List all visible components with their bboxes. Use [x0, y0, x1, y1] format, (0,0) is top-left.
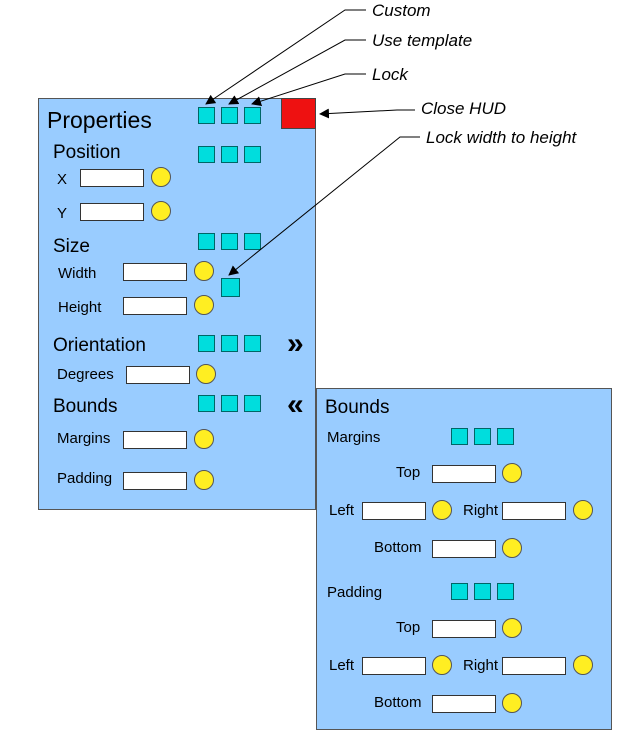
position-custom-toggle[interactable] [198, 146, 215, 163]
degrees-value-dot[interactable] [196, 364, 216, 384]
y-input[interactable] [80, 203, 144, 221]
padding-right-input[interactable] [502, 657, 566, 675]
x-input[interactable] [80, 169, 144, 187]
margin-bottom-label: Bottom [374, 539, 422, 556]
position-lock-toggle[interactable] [244, 146, 261, 163]
annotation-custom: Custom [372, 1, 431, 20]
padding-left-value-dot[interactable] [432, 655, 452, 675]
margin-top-input[interactable] [432, 465, 496, 483]
padding-right-value-dot[interactable] [573, 655, 593, 675]
position-template-toggle[interactable] [221, 146, 238, 163]
annotation-lock: Lock [372, 65, 408, 84]
bounds-margins-custom-toggle[interactable] [451, 428, 468, 445]
height-value-dot[interactable] [194, 295, 214, 315]
custom-toggle[interactable] [198, 107, 215, 124]
margins-input[interactable] [123, 431, 187, 449]
margin-right-label: Right [463, 502, 499, 519]
margin-top-value-dot[interactable] [502, 463, 522, 483]
margin-left-value-dot[interactable] [432, 500, 452, 520]
padding-input[interactable] [123, 472, 187, 490]
annotation-close-hud: Close HUD [421, 99, 507, 118]
bounds-padding-template-toggle[interactable] [474, 583, 491, 600]
width-value-dot[interactable] [194, 261, 214, 281]
margin-left-label: Left [329, 502, 355, 519]
orientation-custom-toggle[interactable] [198, 335, 215, 352]
bounds-heading: Bounds [53, 396, 118, 417]
bounds-padding-heading: Padding [327, 584, 383, 601]
size-lock-toggle[interactable] [244, 233, 261, 250]
margins-label: Margins [57, 430, 111, 447]
size-heading: Size [53, 236, 90, 257]
lock-width-to-height-toggle[interactable] [221, 278, 240, 297]
padding-bottom-value-dot[interactable] [502, 693, 522, 713]
bounds-margins-template-toggle[interactable] [474, 428, 491, 445]
bounds-padding-lock-toggle[interactable] [497, 583, 514, 600]
annotation-lock-width-to-height: Lock width to height [426, 128, 577, 147]
margin-top-label: Top [396, 464, 421, 481]
margin-right-input[interactable] [502, 502, 566, 520]
degrees-input[interactable] [126, 366, 190, 384]
orientation-heading: Orientation [53, 335, 146, 356]
padding-label: Padding [57, 470, 113, 487]
close-hud-button[interactable] [281, 98, 316, 129]
padding-value-dot[interactable] [194, 470, 214, 490]
lock-toggle[interactable] [244, 107, 261, 124]
x-value-dot[interactable] [151, 167, 171, 187]
custom-leader-line [205, 9, 366, 105]
bounds-template-toggle[interactable] [221, 395, 238, 412]
padding-bottom-label: Bottom [374, 694, 422, 711]
height-input[interactable] [123, 297, 187, 315]
orientation-template-toggle[interactable] [221, 335, 238, 352]
margin-left-input[interactable] [362, 502, 426, 520]
size-custom-toggle[interactable] [198, 233, 215, 250]
padding-top-value-dot[interactable] [502, 618, 522, 638]
margin-bottom-input[interactable] [432, 540, 496, 558]
use-template-toggle[interactable] [221, 107, 238, 124]
padding-left-input[interactable] [362, 657, 426, 675]
y-label: Y [57, 205, 68, 222]
orientation-lock-toggle[interactable] [244, 335, 261, 352]
close-hud-leader-line [319, 108, 415, 119]
padding-top-label: Top [396, 619, 421, 636]
padding-top-input[interactable] [432, 620, 496, 638]
properties-title: Properties [47, 107, 152, 133]
bounds-lock-toggle[interactable] [244, 395, 261, 412]
height-label: Height [58, 299, 102, 316]
position-heading: Position [53, 142, 121, 163]
x-label: X [57, 171, 68, 188]
bounds-padding-custom-toggle[interactable] [451, 583, 468, 600]
padding-right-label: Right [463, 657, 499, 674]
margin-right-value-dot[interactable] [573, 500, 593, 520]
bounds-custom-toggle[interactable] [198, 395, 215, 412]
padding-bottom-input[interactable] [432, 695, 496, 713]
margin-bottom-value-dot[interactable] [502, 538, 522, 558]
bounds-margins-lock-toggle[interactable] [497, 428, 514, 445]
bounds-margins-heading: Margins [327, 429, 381, 446]
y-value-dot[interactable] [151, 201, 171, 221]
lock-width-to-height-leader-line [228, 136, 420, 276]
margins-value-dot[interactable] [194, 429, 214, 449]
degrees-label: Degrees [57, 366, 114, 383]
size-template-toggle[interactable] [221, 233, 238, 250]
bounds-panel-title: Bounds [325, 397, 390, 418]
lock-leader-line [251, 73, 366, 106]
annotation-use-template: Use template [372, 31, 473, 50]
width-input[interactable] [123, 263, 187, 281]
width-label: Width [58, 265, 97, 282]
padding-left-label: Left [329, 657, 355, 674]
use-template-leader-line [228, 39, 366, 105]
